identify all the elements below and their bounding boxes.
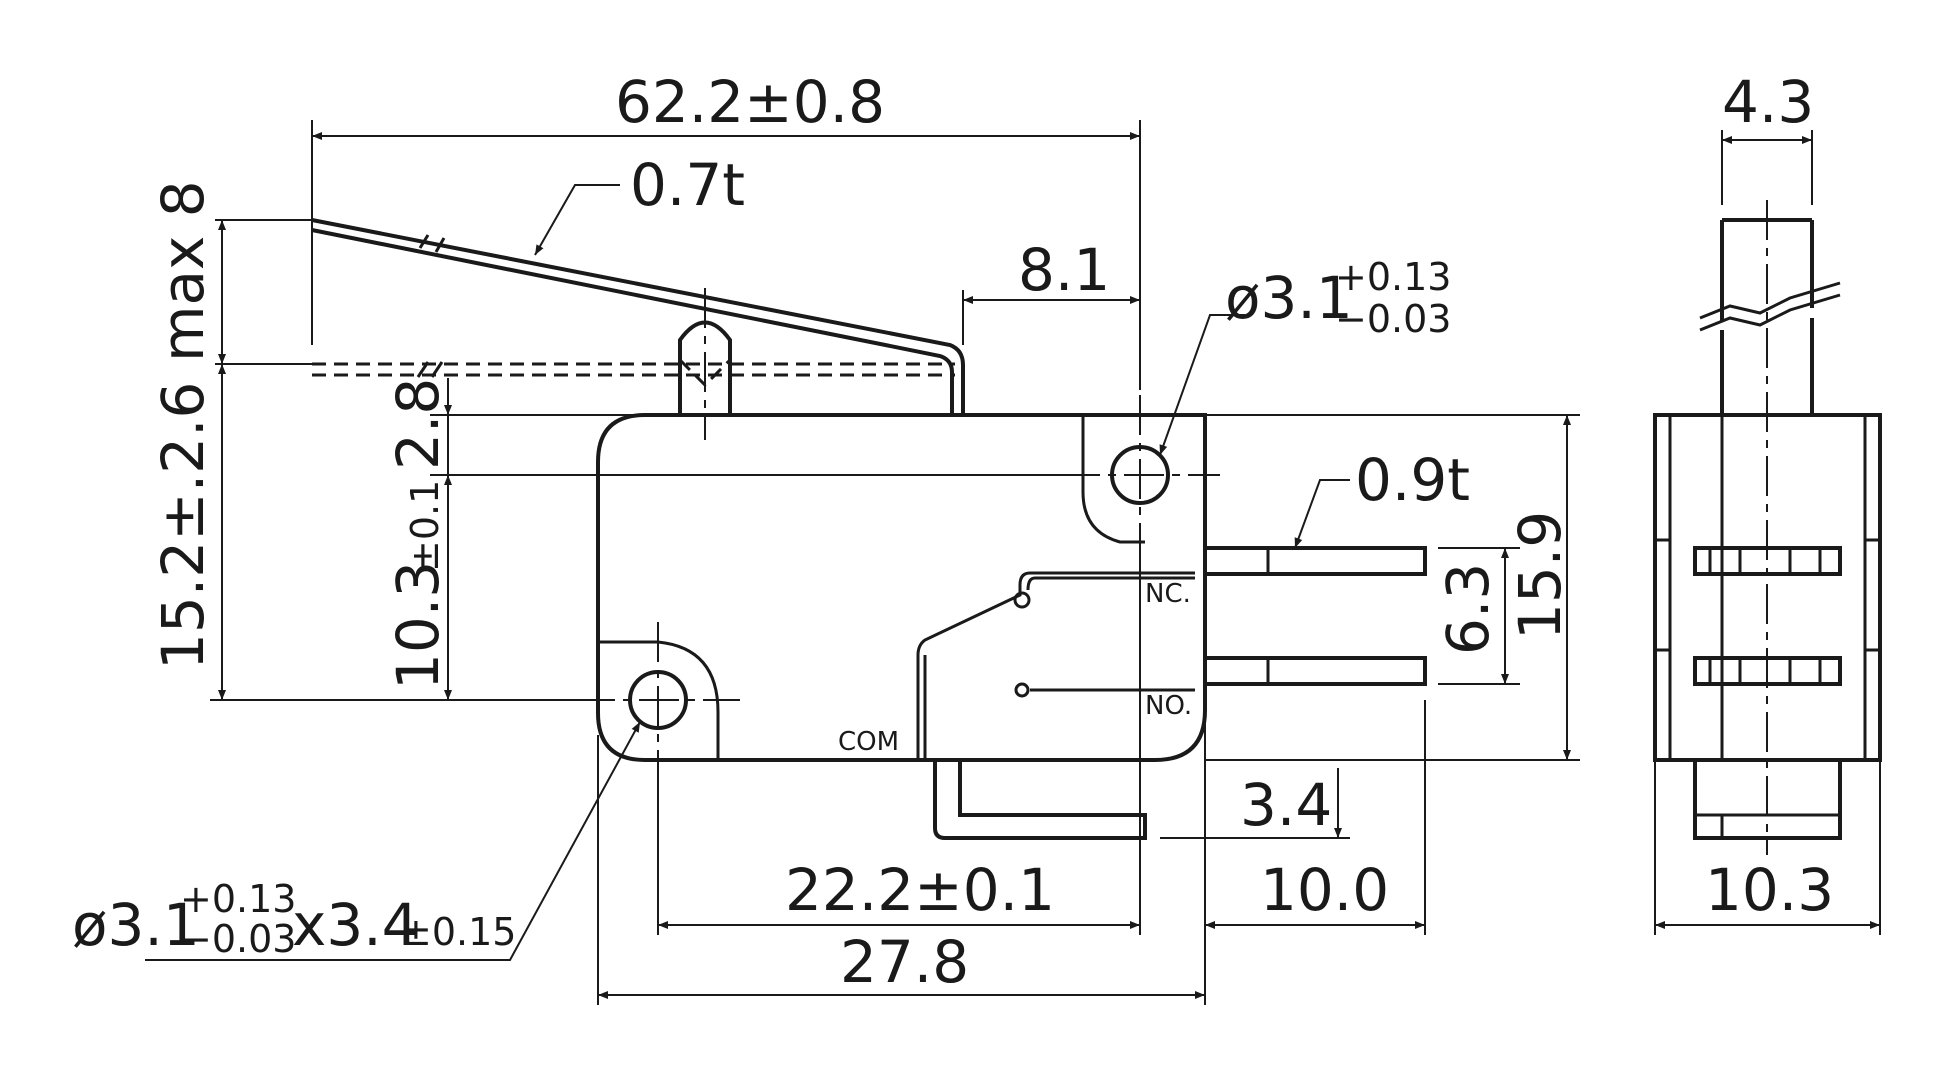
dim-top-hole-dia: ø3.1 [1225, 264, 1353, 332]
lever [311, 218, 965, 415]
bottom-boss-outline [598, 640, 720, 760]
dim-lever-thickness: 0.7t [630, 151, 745, 219]
dim-height-top: 2.8 [384, 378, 452, 470]
internal-spring [916, 571, 1195, 760]
no-label: NO. [1145, 691, 1192, 721]
com-label: COM [838, 727, 899, 757]
dim-terminal-drop: 3.4 [1240, 771, 1332, 839]
dim-body-length: 27.8 [840, 928, 969, 996]
dim-height-total: 15.2±.2.6 [149, 382, 217, 670]
dim-max-travel: max 8 [149, 180, 217, 362]
com-terminal [933, 760, 1147, 840]
dim-bottom-hole-dia: ø3.1 [72, 891, 200, 959]
dim-bottom-hole-tol-minus: −0.03 [180, 917, 296, 961]
dim-height-pin: 10.3 [384, 561, 452, 690]
dim-body-height: 15.9 [1506, 511, 1574, 640]
dim-hole-spacing: 22.2±0.1 [785, 856, 1055, 924]
dim-terminal-thickness: 0.9t [1355, 446, 1470, 514]
nc-terminal [1203, 546, 1427, 576]
dim-bottom-hole-tol-plus: +0.13 [180, 877, 296, 921]
dim-bottom-hole-depth-tol: ±0.15 [400, 910, 516, 954]
dimensions-front: 62.2±0.8 0.7t 8.1 ø3.1 +0.13 −0.03 0.9t … [72, 68, 1580, 1005]
dim-height-pin-tol: ±0.1 [403, 480, 447, 572]
dim-side-width-top: 4.3 [1722, 68, 1814, 136]
dim-terminal-pitch: 6.3 [1434, 563, 1502, 655]
dim-overall-length: 62.2±0.8 [615, 68, 885, 136]
dim-side-width-bottom: 10.3 [1705, 856, 1834, 924]
top-boss-outline [1081, 415, 1145, 544]
no-terminal [1203, 656, 1427, 686]
side-view: 4.3 10.3 [1653, 68, 1882, 935]
dim-top-hole-tol-plus: +0.13 [1335, 255, 1451, 299]
dim-terminal-length: 10.0 [1260, 856, 1389, 924]
switch-body [596, 413, 1207, 762]
dim-bottom-hole-depth: x3.4 [292, 891, 419, 959]
front-view: NC. NO. COM [311, 218, 1427, 840]
dim-lever-offset: 8.1 [1018, 236, 1110, 304]
dim-top-hole-tol-minus: −0.03 [1335, 297, 1451, 341]
nc-label: NC. [1145, 579, 1191, 609]
